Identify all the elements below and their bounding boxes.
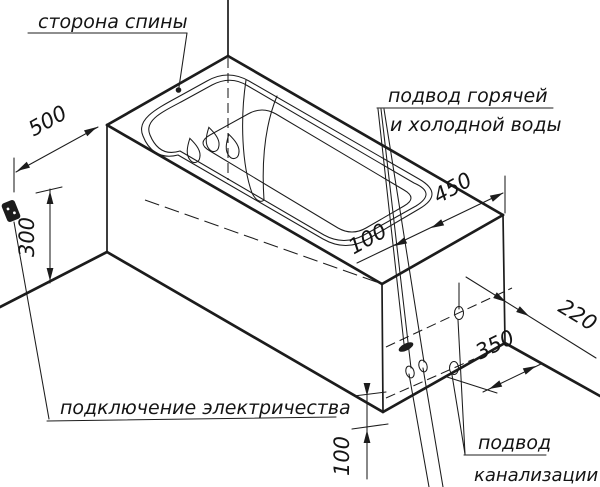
left-floor-line: [0, 250, 109, 309]
dimension-100-floor: 100: [330, 383, 389, 480]
dimension-text-450: 450: [429, 168, 476, 208]
arrowhead: [516, 306, 531, 319]
water-leader-3: [383, 108, 425, 363]
arrowhead: [46, 191, 54, 204]
rim-edge-back-right: [226, 54, 505, 217]
label-hot-cold-line1: подвод горячей: [388, 85, 548, 107]
room-lines: [0, 0, 600, 398]
dimension-300: 300: [15, 186, 63, 284]
extension-line-top: [353, 391, 387, 397]
back-side-leader: [178, 32, 188, 88]
water-fitting-icon: [398, 342, 414, 352]
dimension-text-500: 500: [24, 101, 71, 141]
dimension-text-220: 220: [554, 294, 600, 335]
basin-floor: [202, 109, 412, 233]
jet-icon: [186, 137, 201, 164]
endface-lower-centerline: [385, 358, 475, 399]
electric-leader: [13, 221, 50, 420]
dimension-line: [465, 276, 597, 359]
jet-nozzles: [186, 126, 240, 164]
label-hot-cold-line2: и холодной воды: [390, 114, 562, 136]
arrowhead: [392, 237, 408, 250]
vertical-edge-front: [381, 283, 384, 413]
water-outlet-right-icon: [418, 359, 428, 373]
bottom-edge-end: [381, 341, 507, 414]
jet-icon: [205, 126, 220, 153]
rim-edge-end: [380, 213, 505, 286]
label-sewer-line1: подвод: [478, 432, 551, 454]
right-floor-line: [503, 341, 600, 398]
label-electric: подключение электричества: [60, 397, 351, 419]
vertical-edge-right: [502, 214, 506, 344]
inner-rim-outer: [141, 74, 433, 247]
dimension-450-100: 450 100: [344, 168, 506, 264]
arrowhead: [363, 430, 371, 443]
arrowhead: [15, 161, 31, 174]
bathtub-interior: [141, 74, 433, 247]
leader-lines: [13, 32, 466, 455]
dimension-text-350: 350: [472, 325, 519, 364]
arrowhead: [429, 219, 445, 232]
dimension-text-100-rim: 100: [344, 219, 391, 259]
arrowhead: [522, 362, 538, 375]
rim-edge-front: [105, 123, 384, 286]
inner-rim-inner: [148, 79, 427, 242]
extension-line: [35, 186, 63, 194]
sewer-hole-lower-icon: [448, 360, 460, 376]
bathtub-outline: [105, 54, 507, 414]
jet-icon: [225, 133, 240, 160]
electric-outlet-icon: [1, 200, 21, 222]
annotations: сторона спины подвод горячей и холодной …: [27, 11, 598, 486]
dimension-line: [15, 126, 99, 173]
rim-edge-back-left: [105, 54, 230, 127]
arrowhead: [83, 124, 99, 137]
label-electric-underline: [46, 416, 337, 422]
centerlines: [144, 58, 513, 399]
extension-line: [446, 376, 498, 394]
bottom-edge-front: [105, 250, 385, 414]
pipe-line-2: [422, 367, 444, 487]
sewer-leader-2: [451, 374, 466, 455]
water-leader-1: [377, 108, 405, 345]
water-leader-2: [380, 108, 412, 369]
dimension-text-100-floor: 100: [330, 436, 354, 476]
arrowhead: [489, 189, 505, 202]
sewer-leader-1: [457, 319, 466, 455]
water-outlet-left-icon: [405, 365, 415, 379]
extension-line-bottom: [351, 423, 389, 430]
pipe-line-1: [408, 373, 430, 487]
dimension-500: 500: [13, 101, 99, 193]
dimension-line: [356, 192, 504, 264]
headrest: [242, 79, 278, 202]
fittings: [1, 200, 465, 487]
dimension-text-300: 300: [15, 217, 39, 257]
label-back-side: сторона спины: [38, 11, 188, 33]
label-sewer-line2: канализации: [474, 465, 598, 486]
arrowhead: [493, 292, 508, 305]
back-side-point: [175, 87, 182, 93]
